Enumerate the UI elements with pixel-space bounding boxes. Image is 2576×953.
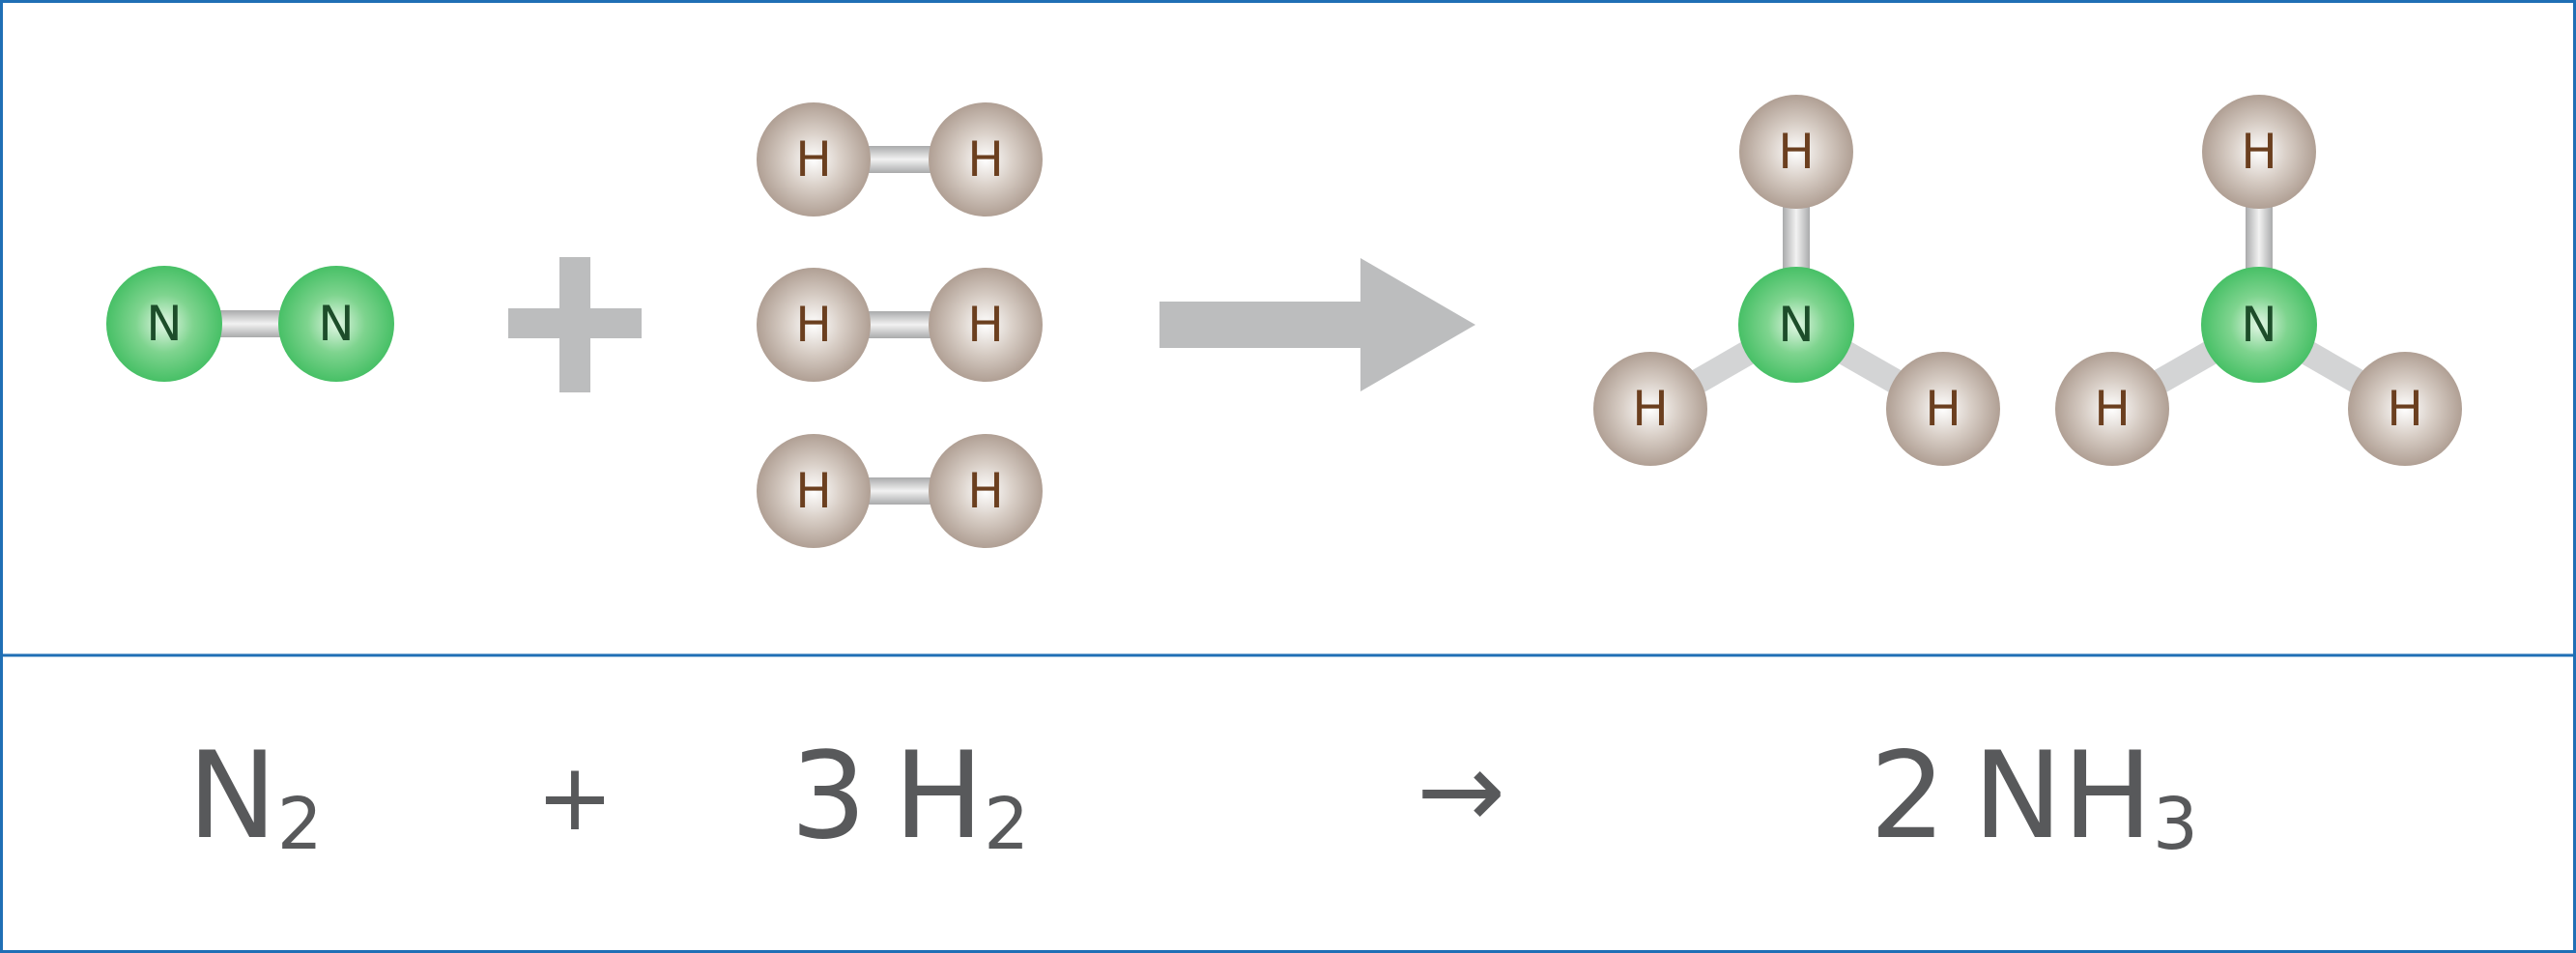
molecule-h2: H H bbox=[757, 102, 1043, 217]
atom-label: N bbox=[318, 296, 354, 352]
atom-hydrogen: H bbox=[1593, 352, 1707, 466]
atom-label: H bbox=[2241, 124, 2277, 180]
atom-label: H bbox=[795, 463, 832, 519]
subscript: 2 bbox=[277, 783, 323, 866]
atom-hydrogen: H bbox=[1739, 95, 1853, 209]
atom-nitrogen: N bbox=[1738, 267, 1854, 383]
atom-label: H bbox=[967, 131, 1004, 188]
atom-label: H bbox=[795, 131, 832, 188]
atom-label: H bbox=[967, 463, 1004, 519]
molecule-n2: N N bbox=[106, 266, 394, 382]
atom-hydrogen: H bbox=[757, 434, 871, 548]
atom-label: H bbox=[795, 297, 832, 353]
subscript: 2 bbox=[984, 783, 1029, 866]
molecule-h2: H H bbox=[757, 268, 1043, 382]
atom-nitrogen: N bbox=[2201, 267, 2317, 383]
coefficient: 3 bbox=[790, 727, 867, 866]
molecule-nh3: H H H N bbox=[2055, 95, 2462, 466]
atom-hydrogen: H bbox=[757, 268, 871, 382]
coefficient: 2 bbox=[1870, 727, 1946, 866]
atom-hydrogen: H bbox=[929, 102, 1043, 217]
atom-label: H bbox=[2094, 381, 2131, 437]
atom-label: H bbox=[2387, 381, 2423, 437]
atom-label: H bbox=[967, 297, 1004, 353]
atom-nitrogen: N bbox=[278, 266, 394, 382]
atom-hydrogen: H bbox=[2348, 352, 2462, 466]
atom-label: N bbox=[2241, 297, 2276, 353]
atom-hydrogen: H bbox=[1886, 352, 2000, 466]
atom-label: H bbox=[1778, 124, 1815, 180]
atom-hydrogen: H bbox=[2055, 352, 2169, 466]
molecule-nh3: H H H N bbox=[1593, 95, 2000, 466]
reaction-arrow-icon bbox=[1159, 258, 1475, 391]
element-symbol: N bbox=[187, 727, 277, 866]
atom-hydrogen: H bbox=[929, 434, 1043, 548]
atom-hydrogen: H bbox=[757, 102, 871, 217]
atom-hydrogen: H bbox=[929, 268, 1043, 382]
equation-plus: + bbox=[536, 743, 614, 852]
atom-label: H bbox=[1925, 381, 1961, 437]
atom-nitrogen: N bbox=[106, 266, 222, 382]
atom-label: N bbox=[146, 296, 182, 352]
molecule-h2: H H bbox=[757, 434, 1043, 548]
subscript: 3 bbox=[2153, 783, 2198, 866]
element-symbol: NH bbox=[1973, 727, 2153, 866]
atom-label: H bbox=[1632, 381, 1669, 437]
equation-arrow: → bbox=[1417, 729, 1505, 852]
atom-hydrogen: H bbox=[2202, 95, 2316, 209]
atom-label: N bbox=[1778, 297, 1814, 353]
equation-term-n2: N2 bbox=[187, 727, 323, 866]
plus-icon bbox=[508, 257, 642, 392]
element-symbol: H bbox=[894, 727, 984, 866]
